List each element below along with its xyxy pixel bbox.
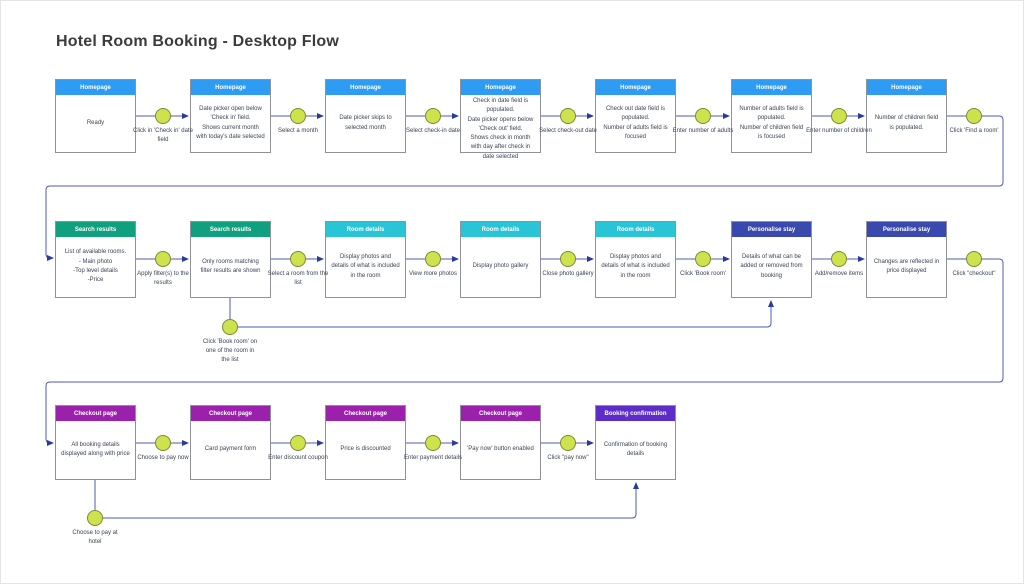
card-header: Booking confirmation: [596, 406, 675, 421]
card-header: Room details: [596, 222, 675, 237]
card-body: Number of adults field is populated. Num…: [739, 105, 804, 140]
action-label: Enter discount coupon: [268, 455, 328, 461]
card-header: Homepage: [461, 80, 540, 95]
action-dot[interactable]: [560, 251, 576, 267]
card-room-details-2[interactable]: Room details Display photo gallery: [460, 221, 541, 298]
card-body: Changes are reflected in price displayed: [873, 258, 940, 274]
card-header: Homepage: [867, 80, 946, 95]
action-dot-pay-at-hotel[interactable]: [87, 510, 103, 526]
action-label: Close photo gallery: [542, 271, 594, 277]
card-homepage-3[interactable]: Homepage Date picker skips to selected m…: [325, 79, 406, 153]
card-body: Number of children field is populated.: [874, 115, 939, 131]
card-header: Homepage: [732, 80, 811, 95]
action-label: Apply filter(s) to the results: [137, 271, 189, 286]
card-room-details-1[interactable]: Room details Display photos and details …: [325, 221, 406, 298]
card-homepage-1[interactable]: Homepage Ready: [55, 79, 136, 153]
action-label: Add/remove items: [814, 271, 864, 277]
action-dot[interactable]: [425, 435, 441, 451]
card-header: Room details: [461, 222, 540, 237]
card-body: Confirmation of booking details: [603, 441, 668, 457]
action-dot[interactable]: [966, 108, 982, 124]
action-label: Click 'Find a room': [949, 128, 999, 134]
card-body: 'Pay now' button enabled: [467, 446, 534, 453]
action-label: Click 'Book room' on one of the room in …: [202, 339, 258, 363]
action-dot[interactable]: [155, 251, 171, 267]
card-search-results-1[interactable]: Search results List of available rooms. …: [55, 221, 136, 298]
card-body: Card payment form: [204, 446, 257, 453]
action-dot[interactable]: [695, 251, 711, 267]
card-body: Date picker open below 'Check in' field.…: [196, 105, 265, 140]
action-dot[interactable]: [831, 108, 847, 124]
card-checkout-4[interactable]: Checkout page 'Pay now' button enabled: [460, 405, 541, 480]
card-personalise-stay-2[interactable]: Personalise stay Changes are reflected i…: [866, 221, 947, 298]
action-label: Enter number of children: [806, 128, 872, 134]
card-search-results-2[interactable]: Search results Only rooms matching filte…: [190, 221, 271, 298]
card-body: Check in date field is populated. Date p…: [467, 98, 534, 160]
card-body: List of available rooms. - Main photo -T…: [64, 249, 127, 284]
action-dot[interactable]: [425, 251, 441, 267]
action-label: Choose to pay now: [137, 455, 189, 461]
action-dot-book-room-from-list[interactable]: [222, 319, 238, 335]
action-dot[interactable]: [560, 108, 576, 124]
card-checkout-3[interactable]: Checkout page Price is discounted: [325, 405, 406, 480]
card-header: Checkout page: [326, 406, 405, 421]
card-homepage-6[interactable]: Homepage Number of adults field is popul…: [731, 79, 812, 153]
action-label: View more photos: [409, 271, 457, 277]
card-header: Homepage: [326, 80, 405, 95]
card-body: Display photo gallery: [472, 263, 529, 270]
action-label: Enter payment details: [403, 455, 463, 461]
card-homepage-5[interactable]: Homepage Check out date field is populat…: [595, 79, 676, 153]
card-body: Only rooms matching filter results are s…: [200, 258, 261, 274]
card-body: Display photos and details of what is in…: [331, 254, 400, 279]
card-header: Search results: [56, 222, 135, 237]
card-header: Checkout page: [56, 406, 135, 421]
card-booking-confirmation[interactable]: Booking confirmation Confirmation of boo…: [595, 405, 676, 480]
action-label: Select check-out date: [539, 128, 597, 134]
action-label: Click "checkout": [952, 271, 996, 277]
card-header: Search results: [191, 222, 270, 237]
action-label: Select a month: [277, 128, 319, 134]
card-body: All booking details displayed along with…: [61, 441, 130, 457]
action-dot[interactable]: [695, 108, 711, 124]
card-body: Price is discounted: [340, 446, 391, 453]
action-label: Select check-in date: [405, 128, 461, 134]
action-label: Click 'Book room': [680, 271, 726, 277]
card-header: Personalise stay: [732, 222, 811, 237]
card-homepage-2[interactable]: Homepage Date picker open below 'Check i…: [190, 79, 271, 153]
card-body: Display photos and details of what is in…: [601, 254, 670, 279]
card-checkout-1[interactable]: Checkout page All booking details displa…: [55, 405, 136, 480]
card-header: Room details: [326, 222, 405, 237]
card-body: Check out date field is populated. Numbe…: [603, 105, 668, 140]
card-room-details-3[interactable]: Room details Display photos and details …: [595, 221, 676, 298]
card-homepage-4[interactable]: Homepage Check in date field is populate…: [460, 79, 541, 160]
card-body: Date picker skips to selected month: [339, 115, 392, 131]
card-body: Ready: [86, 119, 105, 126]
action-dot[interactable]: [290, 108, 306, 124]
card-personalise-stay-1[interactable]: Personalise stay Details of what can be …: [731, 221, 812, 298]
card-homepage-7[interactable]: Homepage Number of children field is pop…: [866, 79, 947, 153]
card-body: Details of what can be added or removed …: [740, 254, 803, 279]
card-header: Homepage: [191, 80, 270, 95]
action-dot[interactable]: [290, 251, 306, 267]
action-dot[interactable]: [155, 108, 171, 124]
page-title: Hotel Room Booking - Desktop Flow: [56, 33, 340, 50]
action-dot[interactable]: [966, 251, 982, 267]
action-dot[interactable]: [290, 435, 306, 451]
action-label: Choose to pay at hotel: [72, 530, 118, 545]
card-header: Personalise stay: [867, 222, 946, 237]
card-checkout-2[interactable]: Checkout page Card payment form: [190, 405, 271, 480]
action-dot[interactable]: [560, 435, 576, 451]
card-header: Homepage: [596, 80, 675, 95]
action-label: Click "pay now": [547, 455, 589, 461]
card-header: Checkout page: [461, 406, 540, 421]
action-dot[interactable]: [155, 435, 171, 451]
card-header: Homepage: [56, 80, 135, 95]
action-label: Click in 'Check in' date field: [133, 128, 193, 143]
action-label: Enter number of adults: [672, 128, 734, 134]
action-dot[interactable]: [831, 251, 847, 267]
action-label: Select a room from the list: [267, 271, 329, 286]
action-dot[interactable]: [425, 108, 441, 124]
card-header: Checkout page: [191, 406, 270, 421]
